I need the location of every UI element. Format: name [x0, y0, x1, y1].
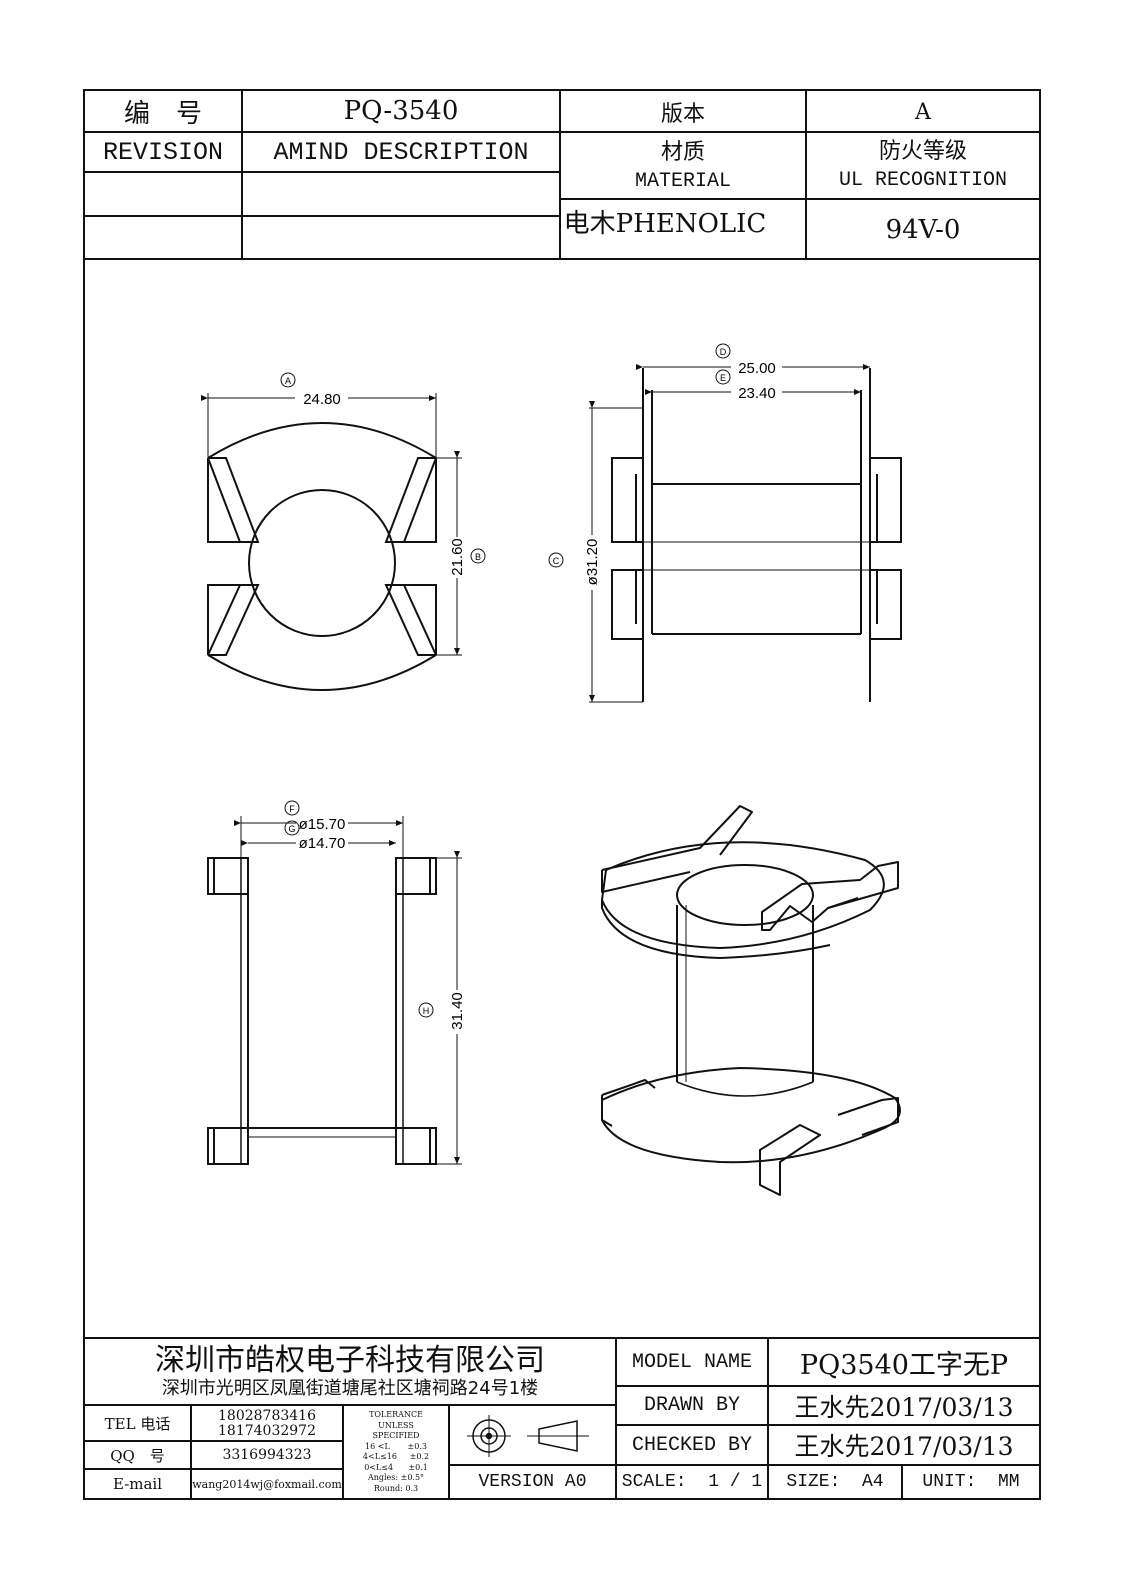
dim-f-marker: F	[289, 804, 295, 814]
front-view	[207, 816, 462, 1165]
dim-a-value: 24.80	[303, 391, 341, 408]
tolerance-line: 0<L≤4 ±0.1	[364, 1462, 428, 1472]
version-label: 版本	[660, 102, 705, 127]
revision-label: REVISION	[102, 137, 224, 167]
tolerance-line: 16 <L ±0.3	[365, 1441, 427, 1451]
dim-c-marker: C	[553, 556, 560, 566]
dim-g-value: ø14.70	[299, 835, 346, 852]
qq-value: 3316994323	[222, 1447, 312, 1463]
dimension-d	[636, 343, 870, 370]
fire-rating-label-cn: 防火等级	[878, 139, 967, 164]
dim-b-marker: B	[475, 552, 481, 562]
tel-value-2: 18174032972	[218, 1423, 316, 1439]
dim-e-value: 23.40	[738, 385, 776, 402]
outer-border	[83, 89, 1041, 1500]
tolerance-line: Angles: ±0.5°	[367, 1473, 425, 1482]
projection-symbol-icon	[467, 1415, 589, 1457]
top-view	[207, 393, 462, 691]
tel-value-1: 18028783416	[218, 1408, 316, 1424]
company-address: 深圳市光明区凤凰街道塘尾社区塘祠路24号1楼	[161, 1378, 539, 1399]
checked-by-label: CHECKED BY	[631, 1433, 753, 1457]
bianhao-label: 编 号	[123, 98, 202, 129]
dim-g-marker: G	[288, 824, 295, 834]
drawn-by-value: 王水先2017/03/13	[794, 1392, 1014, 1422]
dimension-h	[418, 851, 460, 1164]
dimension-a	[201, 372, 436, 401]
dim-b-value: 21.60	[449, 538, 466, 576]
fire-rating-value: 94V-0	[885, 215, 961, 245]
dim-d-marker: D	[720, 347, 727, 357]
amind-description-label: AMIND DESCRIPTION	[273, 137, 529, 167]
tolerance-line: 4<L≤16 ±0.2	[362, 1452, 430, 1461]
tolerance-block: TOLERANCE UNLESS SPECIFIED 16 <L ±0.3 4<…	[345, 1407, 447, 1497]
model-name-label: MODEL NAME	[631, 1350, 753, 1374]
material-label-en: MATERIAL	[634, 169, 731, 193]
tel-values: 18028783416 18174032972	[191, 1407, 343, 1441]
drawn-by-label: DRAWN BY	[643, 1394, 740, 1417]
dim-h-marker: H	[423, 1006, 430, 1016]
dimension-b	[454, 451, 486, 655]
material-value: 电木PHENOLIC	[563, 208, 767, 239]
tolerance-line: Round: 0.3	[373, 1483, 419, 1493]
company-name: 深圳市皓权电子科技有限公司	[155, 1343, 545, 1378]
dim-h-value: 31.40	[449, 992, 466, 1030]
size-text: SIZE: A4	[786, 1472, 884, 1492]
tolerance-line: SPECIFIED	[372, 1431, 420, 1440]
scale-text: SCALE: 1 / 1	[621, 1472, 763, 1492]
dim-d-value: 25.00	[738, 360, 776, 377]
tolerance-line: TOLERANCE	[369, 1410, 423, 1419]
version-text: VERSION A0	[478, 1472, 587, 1492]
email-label: E-mail	[112, 1475, 163, 1493]
dimension-e	[645, 369, 861, 395]
tel-label: TEL 电话	[104, 1414, 171, 1433]
dimension-g	[241, 820, 396, 846]
model-name-value: PQ3540工字无P	[799, 1349, 1009, 1381]
dim-f-value: ø15.70	[299, 816, 346, 833]
side-view	[589, 368, 902, 703]
qq-label: QQ 号	[110, 1446, 165, 1465]
dim-a-marker: A	[285, 376, 291, 386]
dim-e-marker: E	[720, 373, 726, 383]
email-value: wang2014wj@foxmail.com	[192, 1477, 342, 1491]
version-value: A	[915, 99, 931, 125]
dim-c-value: ø31.20	[584, 539, 601, 586]
material-label-cn: 材质	[660, 140, 705, 165]
fire-rating-label-en: UL RECOGNITION	[838, 168, 1008, 192]
part-number: PQ-3540	[343, 96, 459, 126]
unit-text: UNIT: MM	[922, 1472, 1020, 1492]
isometric-view	[601, 805, 901, 1196]
tolerance-line: UNLESS	[378, 1420, 414, 1430]
checked-by-value: 王水先2017/03/13	[794, 1432, 1014, 1461]
dimension-c	[548, 401, 595, 702]
